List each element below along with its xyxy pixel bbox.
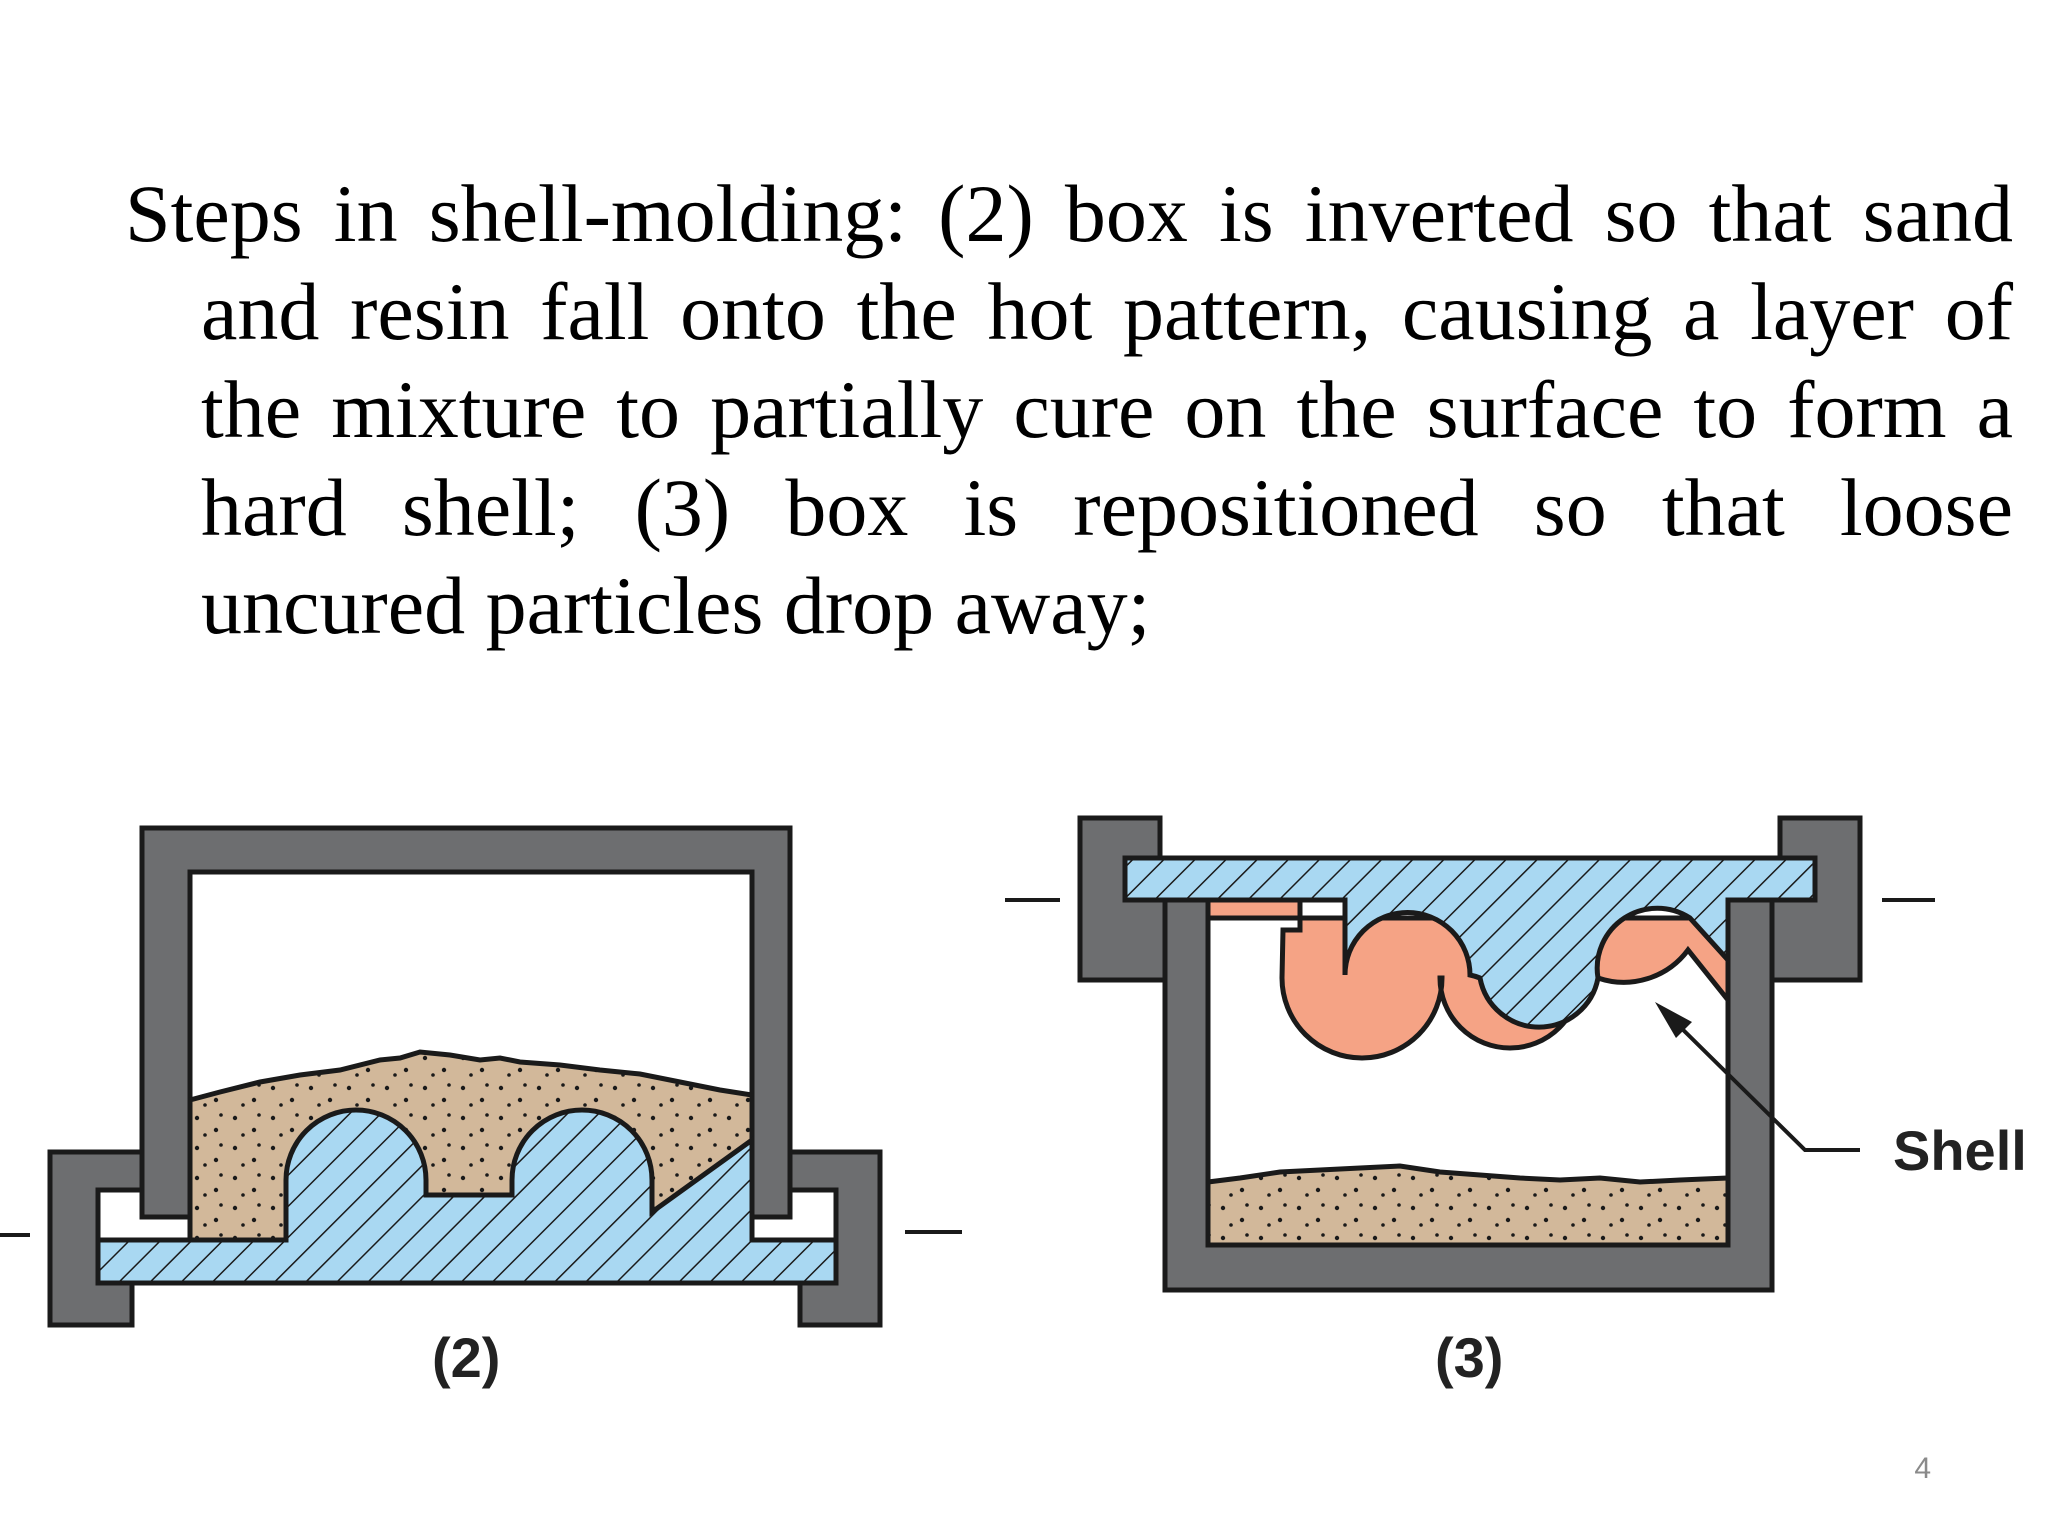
slide-body-text: Steps in shell-molding: (2) box is inver… — [125, 168, 2013, 651]
step-2-diagram — [0, 825, 962, 1328]
step-3-left-flange — [1077, 815, 1168, 983]
step-2-pattern-plate — [95, 1107, 839, 1286]
page-number: 4 — [1914, 1452, 1931, 1485]
step-2-caption: (2) — [432, 1326, 501, 1389]
shell-arrowhead — [1655, 1002, 1692, 1038]
step-3-caption: (3) — [1435, 1326, 1504, 1389]
shell-label: Shell — [1893, 1119, 2027, 1182]
shell-leader-line — [1666, 1013, 1860, 1152]
step-3-pattern-plate — [1122, 855, 1818, 1030]
step-3-loose-sand — [1205, 1163, 1731, 1248]
step-3-right-flange — [1769, 815, 1863, 983]
step-2-right-flange — [787, 1149, 883, 1328]
step-3-diagram — [1005, 815, 1935, 1293]
step-2-box — [139, 825, 793, 1220]
step-2-left-flange — [47, 1149, 145, 1328]
